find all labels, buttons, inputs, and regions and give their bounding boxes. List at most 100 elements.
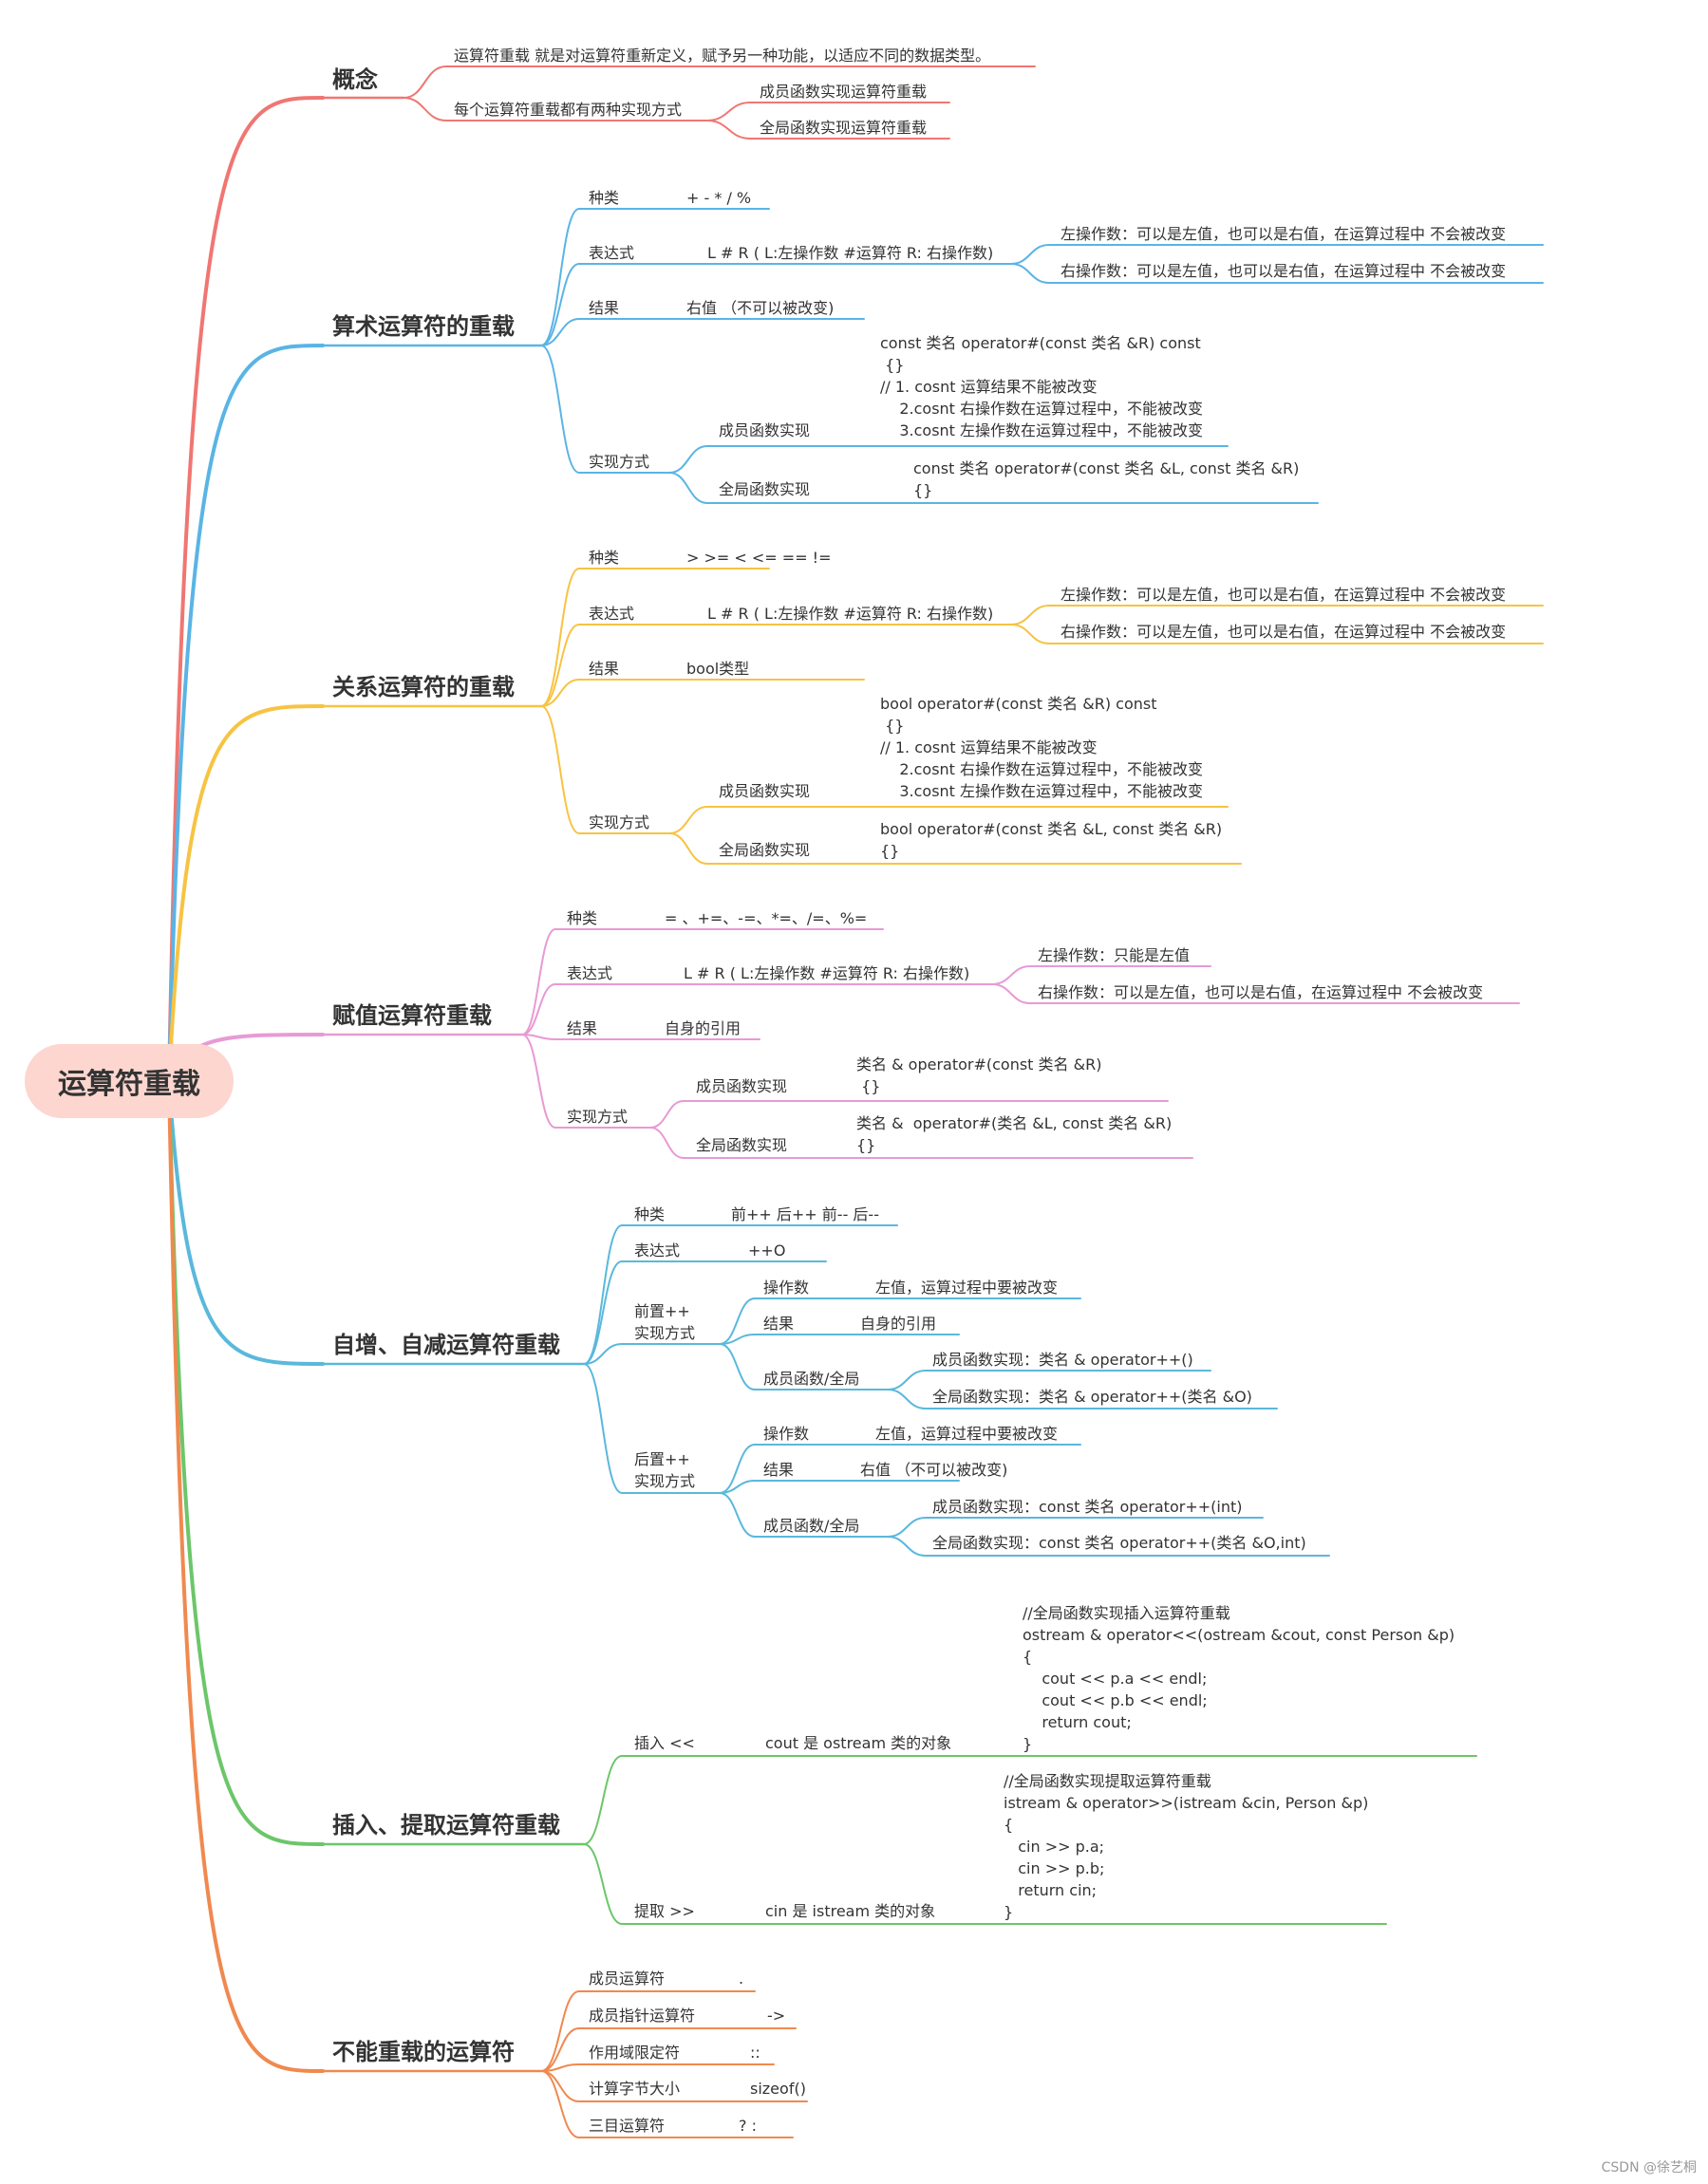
nonover-title[interactable]: 不能重载的运算符	[332, 2039, 515, 2065]
relation-left-note: 左操作数：可以是左值，也可以是右值，在运算过程中 不会被改变	[1060, 586, 1507, 604]
arith-result-label: 结果	[589, 299, 620, 317]
arith-kind-label: 种类	[589, 189, 620, 207]
branch	[706, 120, 751, 140]
arith-title[interactable]: 算术运算符的重载	[332, 313, 515, 340]
relation-global-label: 全局函数实现	[719, 841, 811, 859]
branch	[1010, 244, 1050, 265]
nonover-item-label: 成员运算符	[589, 1969, 666, 1988]
watermark: CSDN @徐艺桐	[1601, 2160, 1697, 2175]
branch	[1010, 605, 1050, 625]
incdec-post-res-label: 结果	[763, 1461, 795, 1479]
incdec-post-op-value: 左值，运算过程中要被改变	[875, 1425, 1059, 1443]
relation-member-code: bool operator#(const 类名 &R) const {} // …	[880, 695, 1204, 800]
assign-title[interactable]: 赋值运算符重载	[332, 1002, 492, 1029]
assign-global-code: 类名 & operator#(类名 &L, const 类名 &R) {}	[856, 1114, 1173, 1154]
assign-result-label: 结果	[567, 1019, 598, 1037]
concept-title[interactable]: 概念	[332, 66, 378, 93]
nonover-item-value: .	[739, 1969, 744, 1988]
incdec-pre-member: 成员函数实现：类名 & operator++()	[932, 1351, 1193, 1369]
assign-impl-label: 实现方式	[567, 1108, 629, 1126]
branch	[521, 983, 556, 1036]
branch	[403, 97, 447, 121]
branch	[540, 1990, 580, 2072]
branch	[719, 1480, 756, 1494]
arith-global-code: const 类名 operator#(const 类名 &L, const 类名…	[913, 459, 1300, 499]
branch	[719, 1297, 756, 1345]
stream-insert-obj: cout 是 ostream 类的对象	[765, 1734, 952, 1752]
assign-kind-label: 种类	[567, 909, 598, 927]
incdec-title[interactable]: 自增、自减运算符重载	[332, 1332, 560, 1358]
nonover-item-value: ::	[750, 2044, 760, 2062]
relation-result-value: bool类型	[686, 660, 750, 678]
assign-member-label: 成员函数实现	[696, 1077, 788, 1095]
branch	[1010, 624, 1050, 644]
arith-impl-label: 实现方式	[589, 453, 650, 471]
arith-kind-value: + - * / %	[686, 189, 752, 207]
incdec-pre-global: 全局函数实现：类名 & operator++(类名 &O)	[932, 1388, 1252, 1406]
assign-result-value: 自身的引用	[665, 1019, 741, 1037]
nonover-item-label: 计算字节大小	[589, 2080, 681, 2098]
assign-expr-label: 表达式	[567, 964, 613, 982]
branch	[403, 65, 447, 99]
relation-impl-label: 实现方式	[589, 813, 650, 831]
branch	[540, 705, 580, 834]
arith-result-value: 右值 （不可以被改变)	[686, 299, 835, 317]
branch	[719, 1334, 756, 1345]
branch	[668, 472, 708, 504]
relation-member-label: 成员函数实现	[719, 782, 811, 800]
relation-expr-value: L # R ( L:左操作数 #运算符 R: 右操作数)	[707, 605, 994, 623]
incdec-pre-op-label: 操作数	[763, 1279, 810, 1297]
arith-right-note: 右操作数：可以是左值，也可以是右值，在运算过程中 不会被改变	[1060, 262, 1507, 280]
arith-left-note: 左操作数：可以是左值，也可以是右值，在运算过程中 不会被改变	[1060, 225, 1507, 243]
branch	[540, 318, 580, 346]
topic-branch	[167, 1080, 325, 1846]
stream-title[interactable]: 插入、提取运算符重载	[332, 1812, 560, 1839]
incdec-expr-value: ++O	[748, 1241, 786, 1260]
branch	[887, 1389, 927, 1409]
incdec-pre-res-value: 自身的引用	[860, 1315, 937, 1333]
branch	[583, 1260, 623, 1365]
relation-global-code: bool operator#(const 类名 &L, const 类名 &R)…	[880, 820, 1223, 860]
topic-branch	[167, 344, 325, 1084]
nonover-item-value: ? :	[739, 2117, 757, 2135]
assign-expr-value: L # R ( L:左操作数 #运算符 R: 右操作数)	[684, 964, 970, 982]
relation-title[interactable]: 关系运算符的重载	[332, 674, 515, 700]
incdec-post-op-label: 操作数	[763, 1425, 810, 1443]
relation-kind-label: 种类	[589, 549, 620, 567]
topic-branch	[167, 96, 325, 1084]
root-title: 运算符重载	[58, 1068, 200, 1101]
stream-extract-code: //全局函数实现提取运算符重载 istream & operator>>(ist…	[1004, 1772, 1369, 1921]
incdec-expr-label: 表达式	[634, 1241, 681, 1260]
assign-member-code: 类名 & operator#(const 类名 &R) {}	[856, 1055, 1102, 1095]
stream-extract-label: 提取 >>	[634, 1902, 695, 1920]
branch	[706, 102, 751, 121]
branch	[540, 624, 580, 707]
topic-branch	[167, 1080, 325, 1366]
branch	[668, 832, 708, 865]
stream-insert-label: 插入 <<	[634, 1734, 695, 1752]
stream-extract-obj: cin 是 istream 类的对象	[765, 1902, 936, 1920]
incdec-pre-res-label: 结果	[763, 1315, 795, 1333]
branch	[540, 679, 580, 707]
branch	[540, 2070, 580, 2138]
arith-member-label: 成员函数实现	[719, 421, 811, 439]
root-node[interactable]: 运算符重载	[25, 1044, 234, 1118]
branch	[1010, 263, 1050, 284]
assign-right-note: 右操作数：可以是左值，也可以是右值，在运算过程中 不会被改变	[1038, 983, 1484, 1001]
stream-insert-code: //全局函数实现插入运算符重载 ostream & operator<<(ost…	[1023, 1604, 1455, 1753]
assign-kind-value: = 、+=、-=、*=、/=、%=	[665, 909, 868, 927]
concept-global: 全局函数实现运算符重载	[760, 119, 928, 137]
nonover-item-label: 成员指针运算符	[589, 2007, 696, 2025]
branch	[887, 1370, 927, 1391]
nonover-item-label: 三目运算符	[589, 2117, 666, 2135]
branch	[668, 806, 708, 834]
branch	[540, 208, 580, 346]
branch	[583, 1363, 623, 1494]
branch	[583, 1755, 623, 1845]
relation-expr-label: 表达式	[589, 605, 635, 623]
arith-member-code: const 类名 operator#(const 类名 &R) const {}…	[880, 334, 1204, 439]
relation-result-label: 结果	[589, 660, 620, 678]
incdec-kind-value: 前++ 后++ 前-- 后--	[731, 1205, 879, 1223]
topic-branch	[167, 1080, 325, 2073]
